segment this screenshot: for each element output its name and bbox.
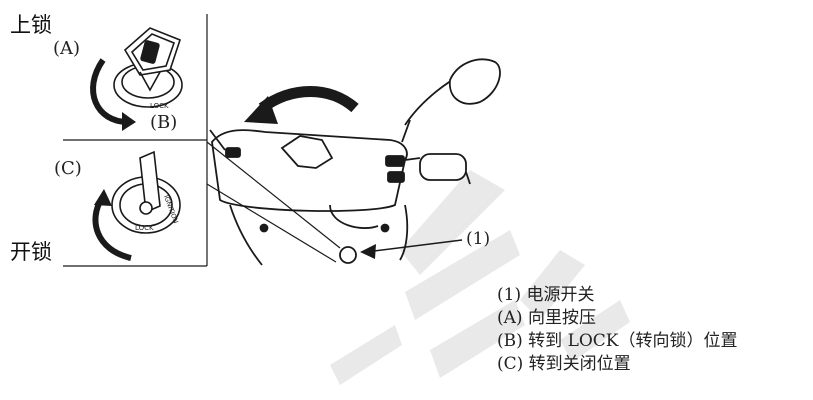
- unlock-rotate-arrowhead: [94, 189, 112, 206]
- lock-key-illustration: [113, 27, 183, 108]
- step-b-label: (B): [150, 112, 178, 133]
- legend-item: (B) 转到 LOCK（转向锁）位置: [497, 331, 738, 351]
- legend-item: (A) 向里按压: [497, 308, 596, 328]
- power-switch-leader: [365, 239, 463, 253]
- unlock-key-illustration: [111, 150, 181, 234]
- legend-item: (C) 转到关闭位置: [497, 354, 631, 374]
- legend: (1) 电源开关 (A) 向里按压 (B) 转到 LOCK（转向锁）位置 (C)…: [497, 284, 738, 376]
- steering-arrow: [258, 86, 359, 113]
- lock-rotate-arrow: [90, 58, 129, 125]
- power-switch-callout: (1): [466, 229, 491, 249]
- lock-dial-text: LOCK: [150, 102, 169, 110]
- power-switch-leader-arrowhead: [360, 244, 376, 259]
- lock-title: 上锁: [10, 13, 52, 37]
- unlock-dial-lock-text: LOCK: [135, 224, 154, 232]
- step-c-label: (C): [54, 158, 82, 179]
- unlock-title: 开锁: [10, 240, 52, 264]
- watermark: [330, 170, 630, 385]
- panel-dividers: [63, 14, 208, 267]
- lock-rotate-arrowhead: [122, 112, 136, 131]
- steering-arrowhead: [244, 96, 278, 124]
- step-a-label: (A): [53, 38, 81, 59]
- zoom-pointer-lines: [206, 141, 341, 263]
- scooter-handlebar-illustration: [209, 58, 501, 266]
- legend-item: (1) 电源开关: [497, 285, 595, 305]
